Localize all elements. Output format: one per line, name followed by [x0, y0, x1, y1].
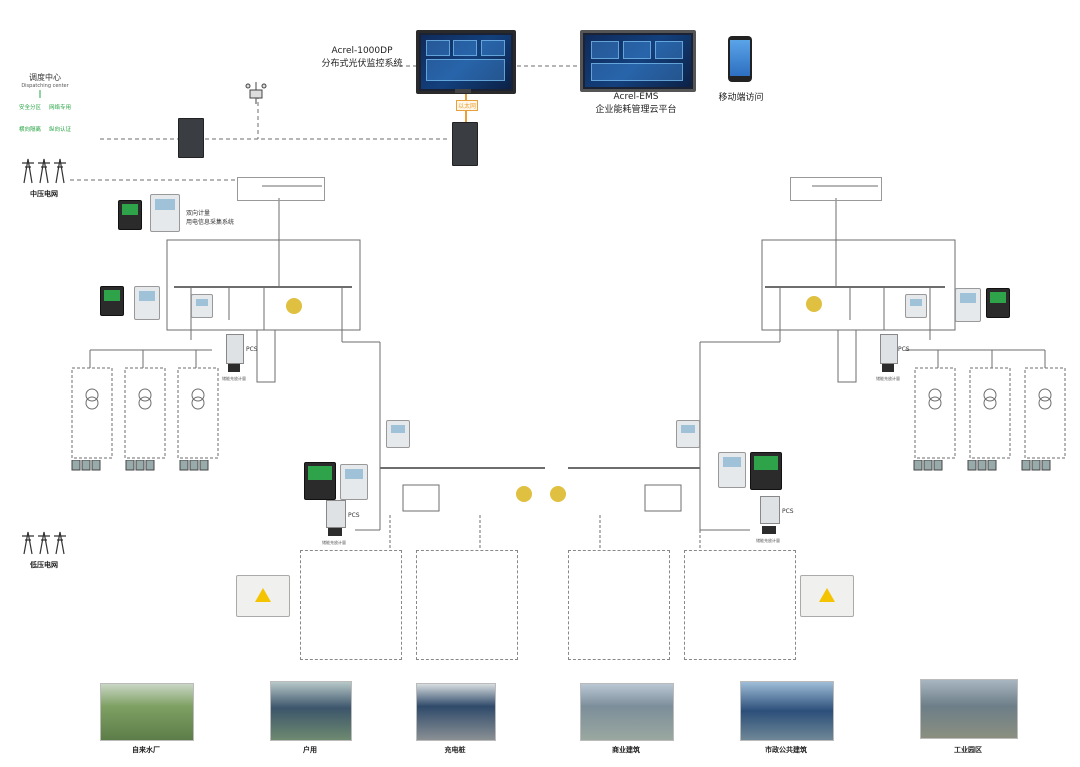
ems-name: 企业能耗管理云平台: [595, 105, 677, 115]
multi-function-meter: [955, 288, 981, 322]
metering-label: 双向计量 用电信息采集系统: [186, 208, 234, 226]
site-caption: 商业建筑: [612, 746, 640, 754]
warning-icon: [255, 588, 271, 602]
protection-relay: [986, 288, 1010, 318]
battery-icon: [228, 364, 240, 372]
multi-function-meter: [340, 464, 368, 500]
battery-icon: [882, 364, 894, 372]
site-photo-municipal: [740, 681, 834, 741]
weather-station-icon: [244, 82, 268, 104]
warning-icon: [819, 588, 835, 602]
pv-subsystem-box: [684, 550, 796, 660]
pcs-unit: [326, 500, 346, 528]
site-photo-residential: [270, 681, 352, 741]
incoming-cabinet-right: [790, 177, 882, 201]
pv-subsystem-box: [568, 550, 670, 660]
incoming-cabinet-left: [237, 177, 325, 201]
pcs-unit: [226, 334, 244, 364]
protection-relay: [118, 200, 142, 230]
pcs-unit: [880, 334, 898, 364]
multi-function-meter: [718, 452, 746, 488]
site-caption: 市政公共建筑: [765, 746, 807, 754]
protection-relay: [750, 452, 782, 490]
dispatch-item: 安全分区: [18, 105, 41, 111]
mobile-phone-icon: [728, 36, 752, 82]
ems-label: Acrel-EMS 企业能耗管理云平台: [590, 92, 682, 115]
dispatch-item: 网络专用: [49, 105, 72, 111]
protection-relay: [304, 462, 336, 500]
dispatch-item: 横向隔离: [18, 127, 41, 133]
storage-label: 储能充放计量: [222, 376, 246, 381]
power-tower-icon: [22, 531, 66, 555]
medium-voltage-grid: 中压电网: [14, 155, 74, 199]
dispatch-item: 纵向认证: [49, 127, 72, 133]
site-photo-water-plant: [100, 683, 194, 741]
multi-function-meter: [134, 286, 160, 320]
pv-string-group: [68, 459, 228, 492]
protection-relay: [100, 286, 124, 316]
energy-meter: [191, 294, 213, 318]
pv-subsystem-box: [300, 550, 402, 660]
monitor-model: Acrel-1000DP: [331, 46, 393, 56]
combiner-box: [236, 575, 290, 617]
grid-label: 低压电网: [30, 561, 58, 569]
site-photo-industrial: [920, 679, 1018, 739]
monitor-name: 分布式光伏监控系统: [321, 59, 403, 69]
storage-label: 储能充放计量: [322, 540, 346, 545]
battery-icon: [328, 528, 342, 536]
site-photo-commercial: [580, 683, 674, 741]
grid-label: 中压电网: [30, 190, 58, 198]
pv-string-group: [910, 459, 1070, 492]
arc-sensor-icon: [550, 486, 566, 502]
energy-meter: [905, 294, 927, 318]
pcs-label: PCS: [898, 346, 910, 353]
gateway-device: [178, 118, 204, 158]
dispatch-title: 调度中心: [29, 73, 61, 82]
metering-line: 双向计量: [186, 210, 211, 217]
site-caption: 自来水厂: [132, 746, 160, 754]
energy-meter: [386, 420, 410, 448]
energy-meter: [150, 194, 180, 232]
combiner-box: [800, 575, 854, 617]
ems-screen: [580, 30, 696, 92]
pcs-label: PCS: [782, 508, 794, 515]
monitor-label: Acrel-1000DP 分布式光伏监控系统: [318, 46, 406, 69]
power-tower-icon: [22, 158, 66, 184]
low-voltage-grid: 低压电网: [14, 528, 74, 570]
storage-label: 储能充放计量: [876, 376, 900, 381]
mobile-label: 移动端访问: [718, 93, 764, 103]
pcs-label: PCS: [246, 346, 258, 353]
site-caption: 户用: [303, 746, 317, 754]
dispatch-title-en: Dispatching center: [21, 83, 69, 89]
metering-line: 用电信息采集系统: [186, 219, 235, 226]
monitor-stand: [455, 89, 471, 93]
site-caption: 充电桩: [444, 746, 466, 754]
site-photo-charging: [416, 683, 496, 741]
arc-sensor-icon: [516, 486, 532, 502]
storage-label: 储能充放计量: [756, 538, 780, 543]
pcs-label: PCS: [348, 512, 360, 519]
energy-meter: [676, 420, 700, 448]
arc-sensor-icon: [286, 298, 302, 314]
arc-sensor-icon: [806, 296, 822, 312]
battery-icon: [762, 526, 776, 534]
site-caption: 工业园区: [954, 746, 982, 754]
monitoring-screen: [416, 30, 516, 94]
gateway-device: [452, 122, 478, 166]
ems-model: Acrel-EMS: [613, 92, 659, 102]
pcs-unit: [760, 496, 780, 524]
ethernet-label: 以太网: [456, 100, 479, 111]
dispatching-center: 调度中心 Dispatching center 安全分区 网络专用 横向隔离 纵…: [10, 72, 80, 133]
pv-subsystem-box: [416, 550, 518, 660]
